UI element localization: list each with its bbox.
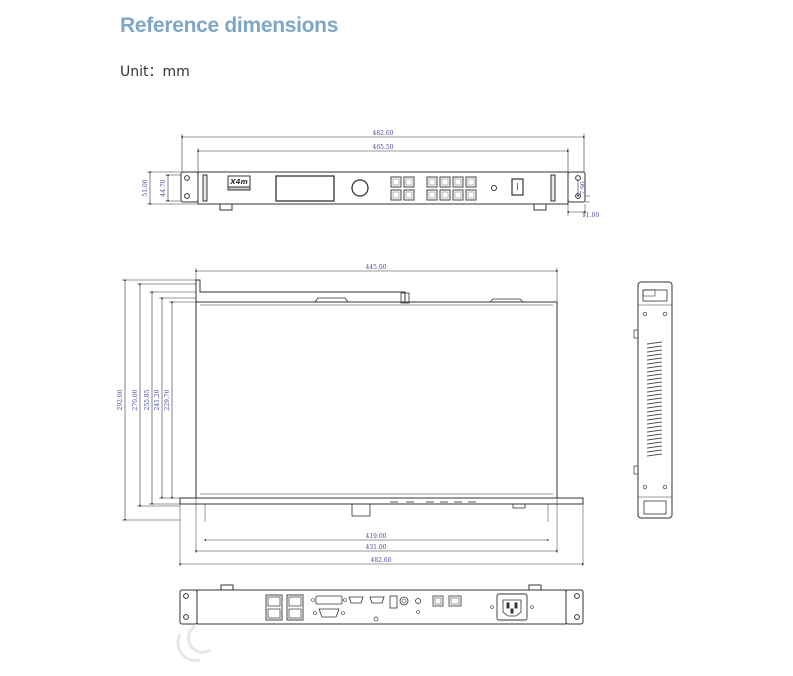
dim-width-482: 482.60 xyxy=(371,557,392,564)
top-view xyxy=(122,268,585,566)
rear-view xyxy=(179,584,584,625)
dim-front-width-body: 465.50 xyxy=(373,144,394,151)
dim-front-ear-width: 11.00 xyxy=(582,212,599,219)
dim-side-255: 255.85 xyxy=(144,389,151,410)
unit-label: Unit：mm xyxy=(120,64,190,80)
dim-side-229: 229.70 xyxy=(164,389,171,410)
front-view xyxy=(147,134,590,216)
front-logo: X4m xyxy=(229,178,248,186)
dim-side-292: 292.00 xyxy=(117,389,124,410)
dim-front-height-inner: 44.70 xyxy=(160,179,167,196)
dim-top-depth: 445.00 xyxy=(366,264,387,271)
watermark xyxy=(176,624,211,662)
dim-front-width-overall: 482.60 xyxy=(373,130,394,137)
dim-front-height-total: 51.00 xyxy=(142,179,149,196)
page-title: Reference dimensions xyxy=(120,14,339,37)
dim-width-431: 431.00 xyxy=(366,544,387,551)
dim-width-419: 419.00 xyxy=(366,533,387,540)
side-view xyxy=(633,281,673,519)
dim-side-270: 270.00 xyxy=(132,389,139,410)
dim-side-241: 241.20 xyxy=(154,389,161,410)
dim-front-ear-height: 7.90 xyxy=(580,181,587,195)
